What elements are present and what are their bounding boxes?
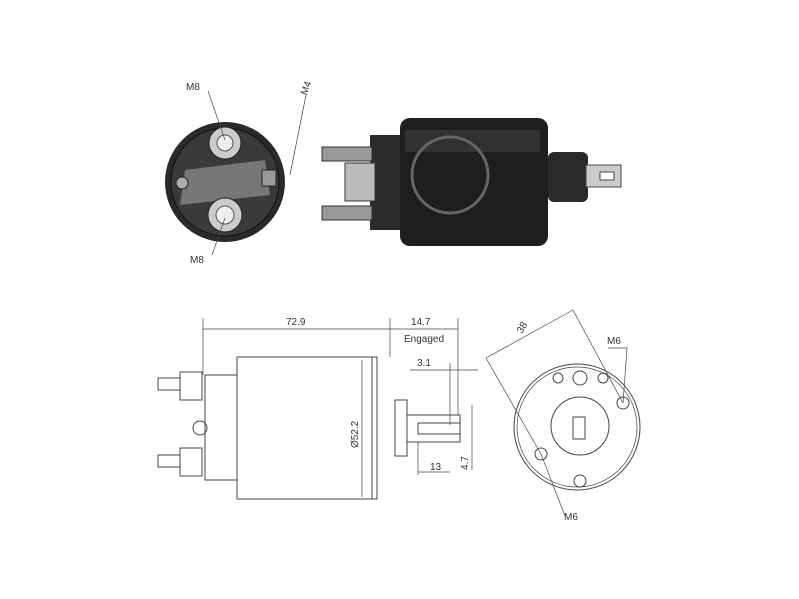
dim-diameter: Ø52.2	[350, 420, 361, 448]
label-m4: M4	[299, 80, 314, 97]
dim-slot-width: 4.7	[460, 456, 471, 470]
dim-bolt-spacing: 38	[515, 320, 530, 336]
dim-offset: 3.1	[417, 358, 431, 369]
dim-stroke-note: Engaged	[404, 334, 444, 345]
label-m8-bottom: M8	[190, 255, 204, 266]
dim-stroke: 14.7	[411, 317, 431, 328]
solenoid-photo	[321, 118, 622, 246]
dim-slot-length: 13	[430, 462, 442, 473]
label-m6-bottom: M6	[564, 512, 578, 523]
label-m8-top: M8	[186, 82, 200, 93]
dim-length: 72.9	[286, 317, 306, 328]
terminal-end-view	[165, 90, 307, 256]
side-view-drawing	[157, 318, 478, 500]
front-view-drawing	[485, 309, 641, 517]
label-m6-top: M6	[607, 336, 621, 347]
